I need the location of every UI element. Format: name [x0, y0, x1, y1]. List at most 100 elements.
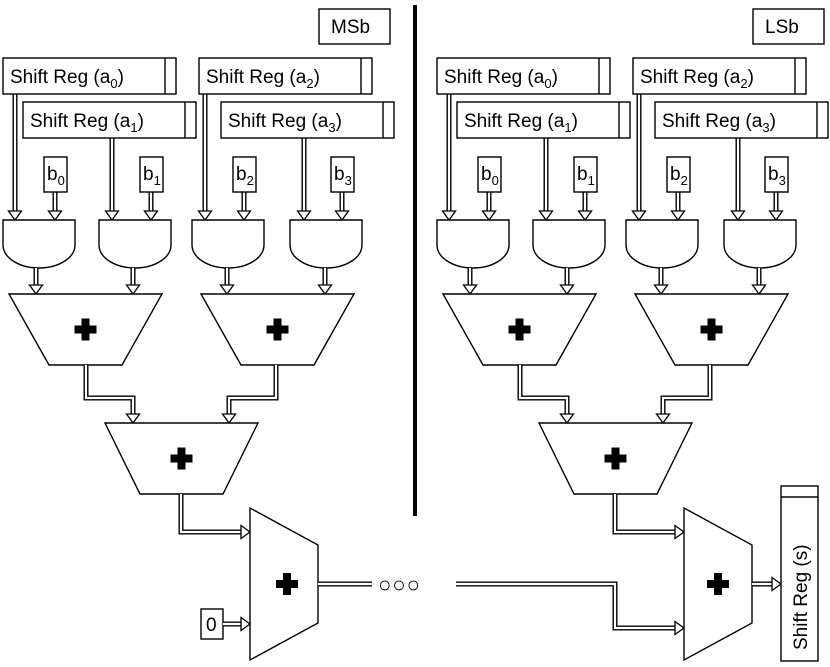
svg-text:b2: b2 [670, 164, 688, 188]
shift-reg-paren-close: ) [336, 111, 342, 132]
shift-reg-paren-close: ) [138, 111, 144, 132]
b-input-label: b [47, 164, 58, 185]
shift-reg-subscript: 1 [564, 120, 571, 135]
b-input-label: b [768, 164, 779, 185]
shift-reg-paren-open: (a [284, 67, 307, 88]
adder-level2 [537, 422, 694, 495]
shift-reg-paren-open: (a [108, 111, 131, 132]
adder1a-out-bus [83, 365, 141, 425]
shift-reg-a1: Shift Reg (a1) [456, 101, 631, 139]
shift-reg-paren-open: (a [88, 67, 111, 88]
svg-text:b1: b1 [143, 164, 161, 188]
lsb-sum-bus [612, 494, 686, 540]
gate2-out-bus [219, 268, 235, 296]
svg-text:b3: b3 [768, 164, 786, 188]
b3-input: b3 [330, 156, 355, 193]
svg-text:Shift Reg (a1): Shift Reg (a1) [464, 111, 578, 135]
a0-bus [441, 94, 457, 222]
shift-reg-paren-close: ) [314, 67, 320, 88]
plus-icon [700, 318, 723, 341]
b-input-subscript: 2 [681, 173, 688, 188]
shift-reg-label: Shift Reg [444, 67, 522, 88]
shift-reg-a0: Shift Reg (a0) [2, 57, 177, 95]
shift-reg-subscript: 0 [544, 76, 551, 91]
a1-bus [538, 138, 554, 222]
output-register-label: Shift Reg (s) [791, 544, 812, 650]
gate0-out-bus [462, 268, 478, 296]
b-input-label: b [143, 164, 154, 185]
and-gate-2 [191, 219, 265, 269]
shift-reg-label: Shift Reg [464, 111, 542, 132]
b0-input: b0 [43, 156, 68, 193]
adder1b-out-bus [221, 365, 279, 425]
output-shift-register: Shift Reg (s) [780, 485, 819, 662]
shift-reg-subscript: 3 [328, 120, 335, 135]
zero-bus [223, 616, 252, 632]
plus-icon [508, 318, 531, 341]
b-input-subscript: 0 [58, 173, 65, 188]
shift-reg-subscript: 2 [306, 76, 313, 91]
plus-icon [604, 447, 627, 470]
shift-reg-paren-open: (a [306, 111, 329, 132]
shift-reg-paren-close: ) [572, 111, 578, 132]
lsb-label: LSb [765, 17, 799, 38]
shift-reg-label: Shift Reg [640, 67, 718, 88]
msb-label: MSb [331, 17, 370, 38]
and-gate-0 [436, 219, 510, 269]
msb-sum-bus [178, 494, 252, 540]
svg-text:Shift Reg (a2): Shift Reg (a2) [206, 67, 320, 91]
shift-reg-label: Shift Reg [206, 67, 284, 88]
b-input-subscript: 3 [779, 173, 786, 188]
b1-input: b1 [573, 156, 598, 193]
adder-level2 [103, 422, 260, 495]
constant-zero-label: 0 [206, 615, 217, 636]
and-gate-3 [723, 219, 797, 269]
msb-accumulator-adder [249, 506, 319, 662]
plus-icon [170, 447, 193, 470]
b2-bus [670, 192, 686, 222]
shift-reg-a3: Shift Reg (a3) [220, 101, 395, 139]
shift-reg-subscript: 1 [130, 120, 137, 135]
b-input-subscript: 1 [588, 173, 595, 188]
a2-bus [631, 94, 647, 222]
shift-reg-a1: Shift Reg (a1) [22, 101, 197, 139]
svg-text:Shift Reg (a2): Shift Reg (a2) [640, 67, 754, 91]
b0-bus [47, 192, 63, 222]
a1-bus [104, 138, 120, 222]
plus-icon [266, 318, 289, 341]
svg-text:b0: b0 [47, 164, 65, 188]
b1-bus [143, 192, 159, 222]
b0-input: b0 [477, 156, 502, 193]
msb-label-box: MSb [318, 8, 391, 45]
svg-text:Shift Reg (a3): Shift Reg (a3) [662, 111, 776, 135]
svg-text:Shift Reg (a3): Shift Reg (a3) [228, 111, 342, 135]
and-gate-3 [289, 219, 363, 269]
gate1-out-bus [125, 268, 141, 296]
gate3-out-bus [317, 268, 333, 296]
shift-reg-a2: Shift Reg (a2) [198, 57, 373, 95]
shift-reg-label: Shift Reg [228, 111, 306, 132]
svg-text:Shift Reg (a1): Shift Reg (a1) [30, 111, 144, 135]
adder-level1-b [633, 293, 790, 366]
shift-reg-paren-open: (a [522, 67, 545, 88]
b2-bus [236, 192, 252, 222]
shift-reg-paren-open: (a [542, 111, 565, 132]
lsb-label-box: LSb [752, 8, 825, 45]
and-gate-1 [532, 219, 606, 269]
adder-level1-a [441, 293, 598, 366]
svg-text:b0: b0 [481, 164, 499, 188]
b-input-label: b [334, 164, 345, 185]
and-gate-0 [2, 219, 76, 269]
a3-bus [730, 138, 746, 222]
b-input-label: b [577, 164, 588, 185]
constant-zero-input: 0 [200, 608, 224, 640]
result-bus [752, 576, 783, 592]
plus-icon [707, 573, 729, 595]
gate0-out-bus [28, 268, 44, 296]
adder-level1-b [199, 293, 356, 366]
b-input-label: b [236, 164, 247, 185]
b2-input: b2 [232, 156, 257, 193]
and-gate-1 [98, 219, 172, 269]
